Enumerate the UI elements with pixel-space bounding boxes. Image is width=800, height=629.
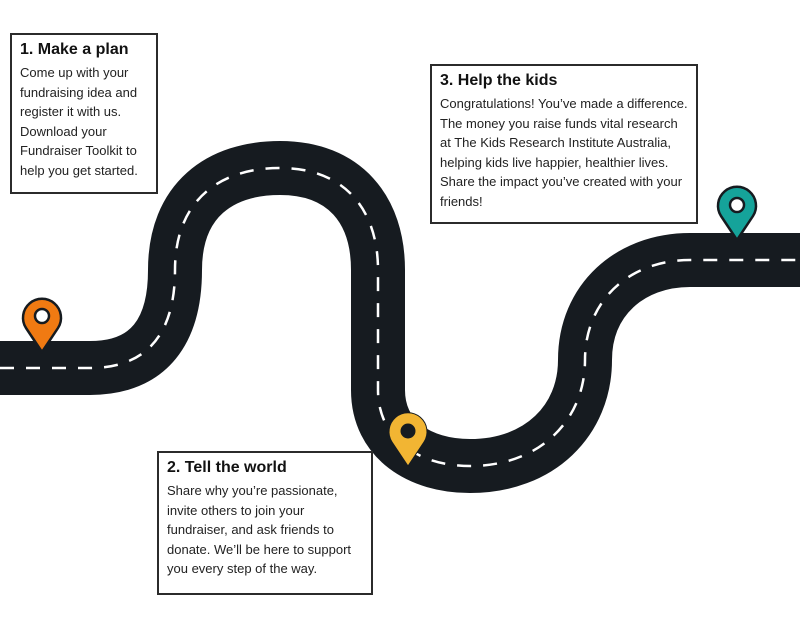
step-1-text: Come up with your fundraising idea and r… [20, 65, 138, 178]
lane-markings [0, 166, 800, 468]
step-2-card: 2. Tell the world Share why you’re passi… [157, 451, 373, 595]
step-1-title: 1. Make a plan [20, 41, 129, 58]
map-pin-icon-teal [716, 185, 758, 242]
step-3-text: Congratulations! You’ve made a differenc… [440, 96, 688, 209]
step-3-card: 3. Help the kids Congratulations! You’ve… [430, 64, 698, 224]
step-2-text: Share why you’re passionate, invite othe… [167, 483, 352, 576]
step-1-card: 1. Make a plan Come up with your fundrai… [10, 33, 158, 194]
step-3-title: 3. Help the kids [440, 72, 558, 89]
map-pin-icon-yellow [388, 412, 428, 467]
map-pin-icon-orange [21, 297, 63, 354]
step-2-title: 2. Tell the world [167, 459, 287, 476]
